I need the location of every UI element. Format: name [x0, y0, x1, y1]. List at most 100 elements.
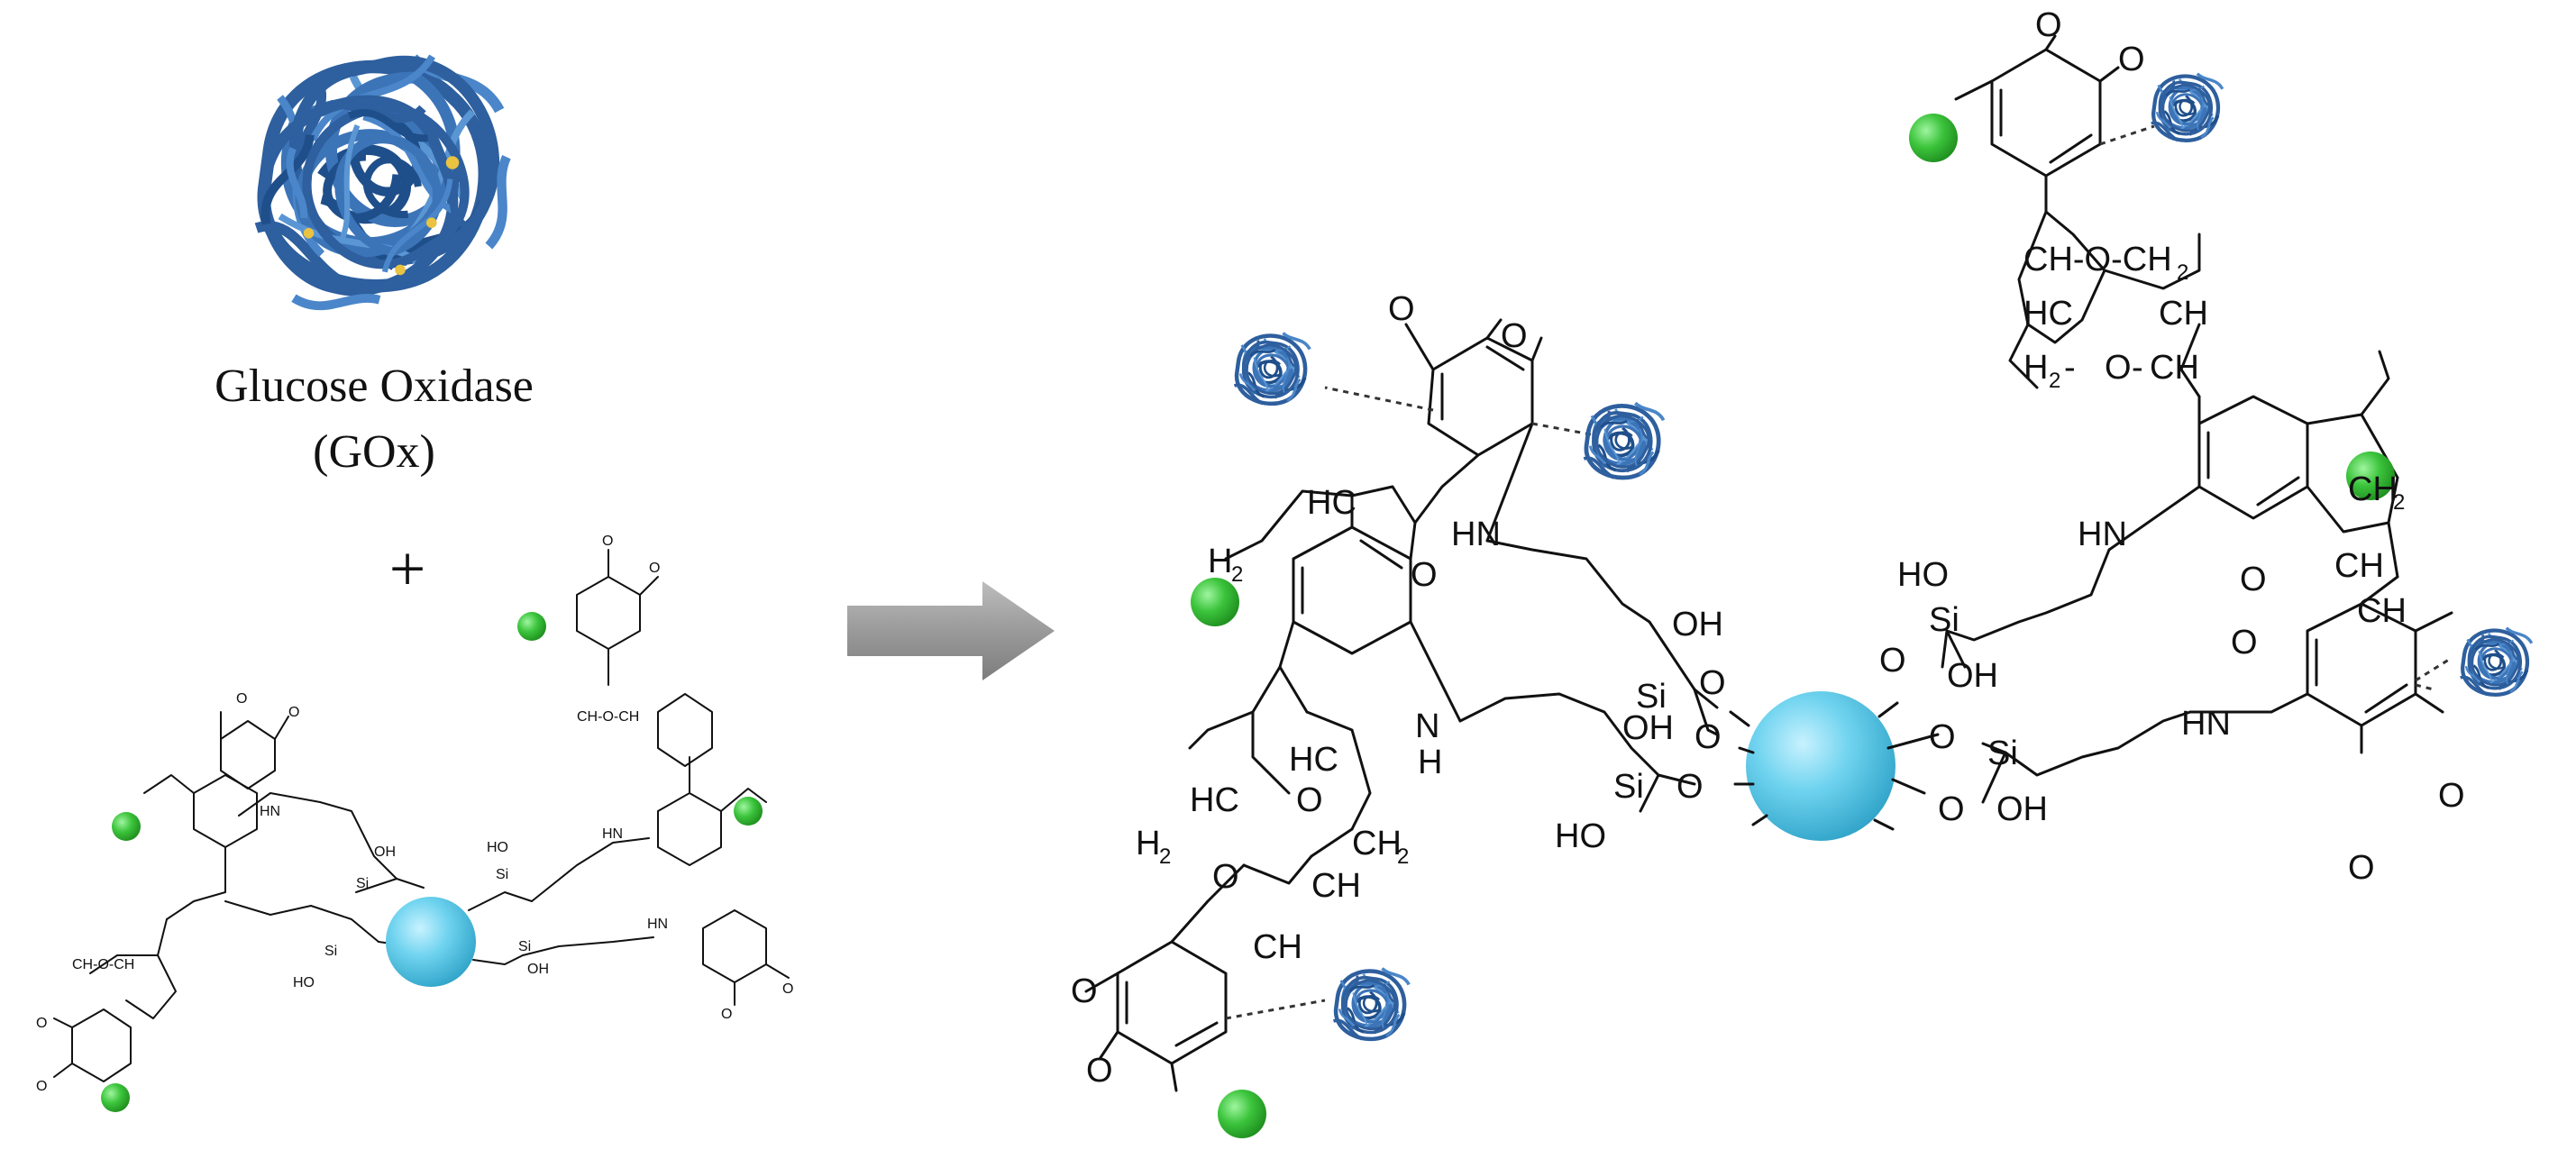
small-atom-o-8: O [782, 981, 793, 997]
small-atom-o-1: O [236, 691, 247, 707]
chloro-group-4 [1218, 1090, 1266, 1138]
small-atom-ho-1: HO [293, 975, 315, 990]
gox-protein-structure [219, 24, 533, 336]
atom-ho-1: HO [1555, 817, 1606, 855]
enzyme-link-3 [2099, 124, 2155, 146]
small-functionalized-nanoparticle: Si Si Si Si OH HO HO OH HN HN HN O O O O… [36, 534, 793, 1112]
atom-o-8: O [1086, 1052, 1113, 1090]
small-atom-oh-1: OH [374, 844, 396, 860]
atom-o-16: O [2118, 41, 2145, 78]
atom-o-19: O [2438, 777, 2465, 815]
svg-text:CH: CH [2150, 349, 2199, 387]
small-atom-o-4: O [649, 561, 660, 576]
svg-text:2: 2 [1397, 844, 1409, 869]
chloro-group-2 [1191, 578, 1239, 626]
atom-si-1: Si [1636, 678, 1667, 716]
enzyme-link-5 [2415, 656, 2453, 682]
atom-ch-4: CH [2334, 547, 2384, 585]
atom-si-4: Si [1987, 735, 2018, 772]
chloro-group-3 [2346, 452, 2395, 500]
gox-immobilized-product: O O HC HN O H 2 O N H HC O O HC H 2 O CH… [1071, 6, 2532, 1138]
reaction-arrow [847, 581, 1055, 680]
atom-ch2-2: CH 2 [2348, 470, 2405, 515]
atom-o-5: O [1296, 781, 1323, 819]
atom-oh-4: OH [1996, 790, 2048, 828]
small-atom-o-2: O [288, 705, 299, 720]
svg-text:CH: CH [2348, 470, 2398, 508]
small-nanoparticle [386, 897, 476, 987]
svg-text:2: 2 [2049, 369, 2060, 393]
svg-text:CH: CH [1352, 825, 1402, 862]
atom-h2c-1: H 2 O [1208, 543, 1243, 587]
atom-nh-1: N [1415, 707, 1439, 745]
svg-text:2: 2 [1159, 844, 1171, 869]
svg-text:-: - [2132, 349, 2143, 387]
svg-text:2: 2 [1231, 562, 1243, 587]
small-atom-si-3: Si [496, 867, 508, 882]
small-atom-hn-2: HN [602, 826, 623, 842]
small-atom-o-6: O [36, 1079, 47, 1094]
atom-hn-1: HN [1451, 516, 1501, 553]
atom-si-2: Si [1613, 768, 1644, 806]
atom-ch-3: CH [2159, 295, 2208, 333]
atom-hn-3: HN [2181, 705, 2231, 743]
small-atom-si-1: Si [356, 876, 369, 891]
small-chloro-group-2 [112, 812, 141, 841]
small-chloro-group-3 [734, 797, 763, 826]
enzyme-link-2 [1531, 422, 1592, 436]
small-atom-cho: CH-O-CH [577, 709, 639, 725]
atom-o-1: O [1388, 290, 1415, 328]
atom-ch2-1: CH 2 [1352, 825, 1409, 869]
atom-hc-2: HC [1289, 741, 1338, 779]
small-atom-o-5: O [36, 1016, 47, 1031]
atom-oh-1: OH [1672, 606, 1723, 643]
small-chloro-group-1 [517, 612, 546, 641]
attached-enzyme-4 [2461, 628, 2532, 695]
atom-ch-1: CH [1311, 867, 1361, 905]
attached-enzyme-3 [2151, 74, 2223, 141]
atom-h2c-2: H 2 [1136, 825, 1171, 869]
small-atom-o-7: O [721, 1007, 732, 1022]
atom-o-13: O [1929, 718, 1956, 756]
atom-o-7: O [1071, 972, 1098, 1010]
atom-hc-4: HC [2023, 295, 2073, 333]
attached-enzyme-2 [1584, 403, 1663, 478]
atom-si-3: Si [1929, 601, 1959, 639]
enzyme-link-1 [1324, 386, 1434, 412]
atom-o-14: O [1938, 790, 1965, 828]
atom-o-18: O [2231, 624, 2258, 662]
enzyme-link-4 [2415, 683, 2434, 691]
svg-text:CH-O-CH: CH-O-CH [2023, 241, 2172, 278]
atom-o-6: O [1212, 858, 1239, 896]
atom-o-9: O [1699, 664, 1726, 702]
atom-ho-2: HO [1897, 556, 1949, 594]
atom-hc-3: HC [1190, 781, 1239, 819]
small-atom-si-2: Si [324, 944, 337, 959]
atom-o-20: O [2348, 849, 2375, 887]
atom-h2c-3: H 2 - O - CH [2023, 349, 2199, 393]
atom-oh-2: OH [1622, 709, 1674, 747]
atom-ch-6: CH [2357, 592, 2407, 630]
atom-o-12: O [1879, 642, 1906, 680]
atom-oh-3: OH [1947, 657, 1998, 695]
atom-h-1: H [1418, 744, 1442, 781]
atom-ch-2: CH [1253, 928, 1302, 966]
enzyme-name-label: Glucose Oxidase [215, 360, 534, 412]
atom-o-2: O [1501, 317, 1528, 355]
svg-text:2: 2 [2393, 490, 2405, 515]
small-chloro-group-4 [101, 1083, 130, 1112]
small-atom-o-3: O [602, 534, 613, 549]
atom-o-11: O [1676, 768, 1704, 806]
small-atom-si-4: Si [518, 939, 531, 954]
atom-o-17: O [2240, 561, 2267, 598]
small-atom-ho-2: HO [487, 840, 508, 855]
small-atom-cho-2: CH-O-CH [72, 957, 134, 972]
svg-text:O: O [2105, 349, 2132, 387]
enzyme-abbr-label: (GOx) [313, 426, 435, 478]
svg-text:H: H [2023, 349, 2048, 387]
svg-text:-: - [2064, 349, 2076, 387]
small-atom-oh-2: OH [527, 962, 549, 977]
plus-sign: + [389, 533, 426, 605]
svg-text:H: H [1136, 825, 1160, 862]
